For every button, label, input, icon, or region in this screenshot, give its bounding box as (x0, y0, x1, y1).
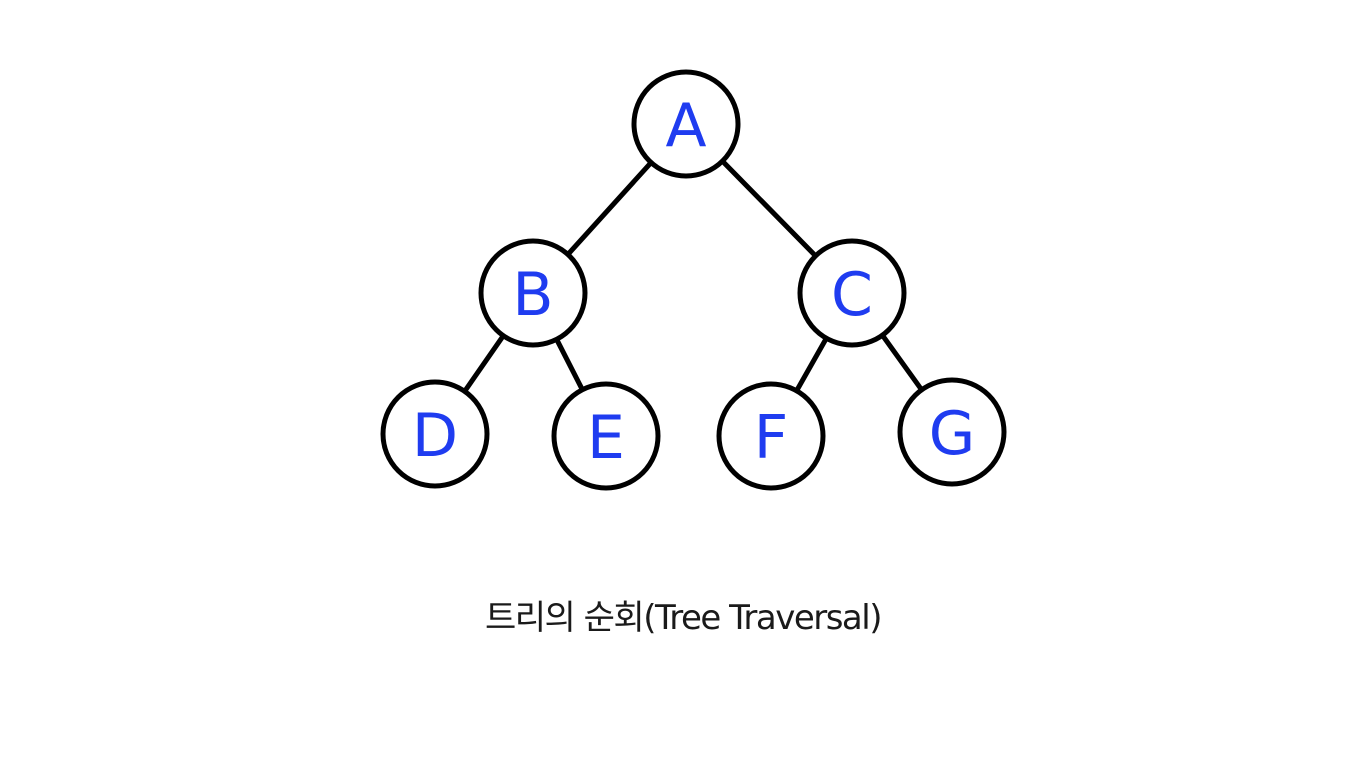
node-circle-c (797, 238, 907, 348)
node-label-f: F (754, 403, 789, 473)
node-circle-f (716, 381, 826, 491)
node-d: D (380, 379, 490, 489)
node-circle-e (551, 381, 661, 491)
node-a: A (631, 69, 741, 179)
edge-c-f (794, 335, 829, 394)
edge-a-b (565, 160, 654, 257)
node-circle-g (897, 377, 1007, 487)
node-circle-a (631, 69, 741, 179)
node-label-g: G (929, 399, 976, 469)
node-f: F (716, 381, 826, 491)
edge-b-e (554, 336, 585, 393)
node-b: B (478, 238, 588, 348)
nodes-layer: A B C D E F G (380, 69, 1007, 491)
node-circle-b (478, 238, 588, 348)
node-e: E (551, 381, 661, 491)
node-label-d: D (412, 401, 458, 471)
edge-c-g (879, 332, 925, 393)
diagram-caption: 트리의 순회(Tree Traversal) (485, 598, 882, 638)
node-c: C (797, 238, 907, 348)
edge-a-c (719, 158, 819, 259)
node-label-b: B (512, 260, 553, 330)
node-label-a: A (665, 91, 706, 161)
edge-b-d (462, 333, 506, 394)
node-label-c: C (831, 260, 873, 330)
node-g: G (897, 377, 1007, 487)
edges-layer (462, 158, 925, 394)
node-label-e: E (587, 403, 625, 473)
node-circle-d (380, 379, 490, 489)
